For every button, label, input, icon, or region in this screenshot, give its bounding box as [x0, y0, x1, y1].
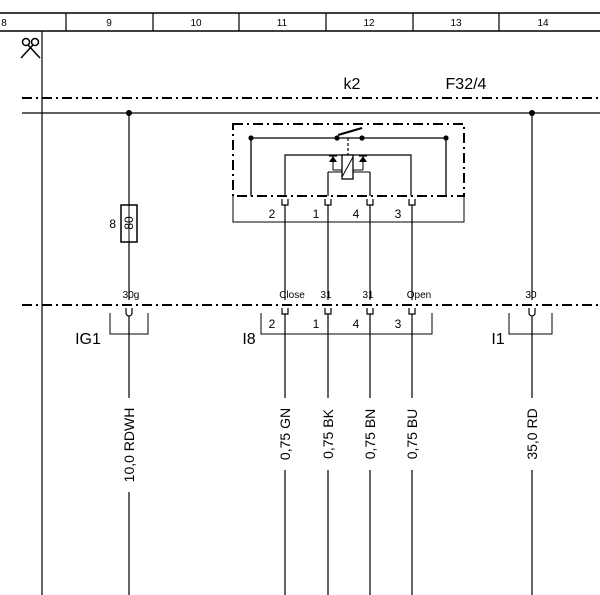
column-number: 12	[363, 18, 375, 29]
connector-bracket-i1	[508, 313, 553, 335]
fuse-rating: 80	[122, 216, 136, 230]
column-number: 14	[537, 18, 549, 29]
connector-signal: 31	[362, 290, 374, 301]
column-number: 13	[450, 18, 462, 29]
connector-name: I8	[242, 331, 255, 348]
column-number: 8	[1, 18, 7, 29]
relay-pin-label: 4	[353, 207, 360, 221]
connector-pin-label: 2	[269, 317, 276, 331]
relay-k2	[232, 123, 465, 197]
connector-pins	[125, 308, 536, 317]
relay-connector-bracket	[232, 196, 465, 223]
fuse-number: 8	[109, 217, 116, 231]
connector-pin-label: 1	[313, 317, 320, 331]
wire-label: 0,75 GN	[277, 408, 293, 460]
connector-pin-label: 4	[353, 317, 360, 331]
connector-pin-label: 3	[395, 317, 402, 331]
connector-signal: Close	[279, 290, 305, 301]
connector-signal: 30	[525, 290, 537, 301]
scissors-icon	[20, 37, 41, 59]
relay-name: k2	[344, 76, 361, 93]
connector-name: IG1	[75, 331, 101, 348]
column-number: 11	[277, 18, 288, 29]
connector-signal: 30g	[123, 290, 140, 301]
wire-label: 10,0 RDWH	[121, 408, 137, 483]
wire-label: 0,75 BN	[362, 409, 378, 460]
relay-pins	[281, 199, 416, 206]
wire-label: 35,0 RD	[524, 408, 540, 459]
fuse-reference: F32/4	[446, 76, 487, 93]
wire-label: 0,75 BU	[404, 409, 420, 460]
connector-bracket-i8	[260, 313, 433, 335]
column-number: 10	[190, 18, 202, 29]
connector-signal: Open	[407, 290, 431, 301]
connector-name: I1	[491, 331, 504, 348]
wire-label: 0,75 BK	[320, 408, 336, 458]
connector-signal: 31	[320, 290, 332, 301]
relay-pin-label: 3	[395, 207, 402, 221]
relay-pin-label: 2	[269, 207, 276, 221]
relay-pin-label: 1	[313, 207, 320, 221]
column-number: 9	[106, 18, 112, 29]
lower-wires	[128, 314, 533, 595]
column-header: 8 9 10 11 12 13 14	[0, 12, 600, 32]
